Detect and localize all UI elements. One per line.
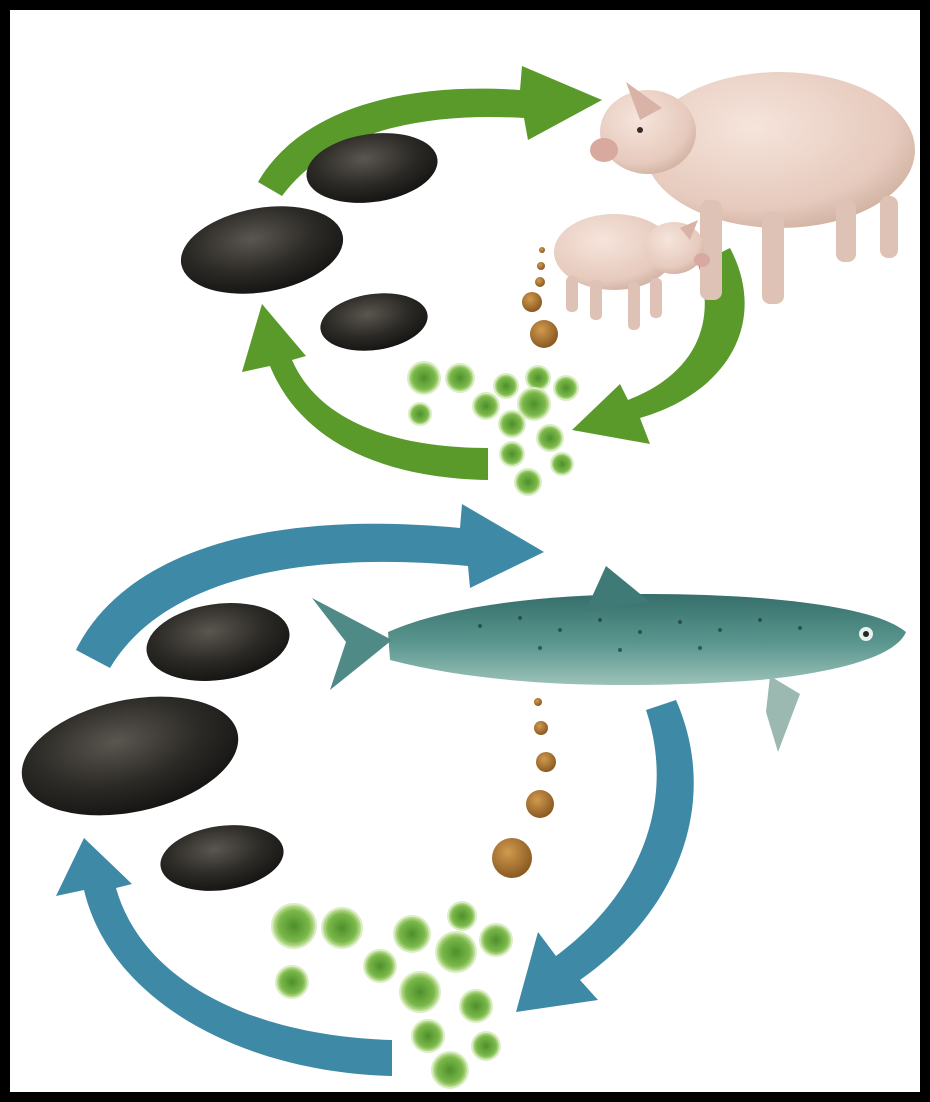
algae-cell-icon (515, 469, 541, 495)
waste-pellet-icon (492, 838, 532, 878)
algae-cell-icon (272, 904, 316, 948)
algae-cell-icon (446, 364, 474, 392)
waste-pellet-icon (535, 277, 545, 287)
algae-cell-icon (499, 411, 525, 437)
algae-cell-icon (526, 366, 550, 390)
algae-cell-icon (500, 442, 524, 466)
waste-pellet-icon (534, 698, 542, 706)
algae-cell-icon (394, 916, 430, 952)
algae-cell-icon (472, 1032, 500, 1060)
waste-pellet-icon (530, 320, 558, 348)
algae-cell-icon (322, 908, 362, 948)
waste-pellet-icon (537, 262, 545, 270)
algae-cell-icon (480, 924, 512, 956)
algae-cell-icon (494, 374, 518, 398)
algae-cell-icon (460, 990, 492, 1022)
algae-cell-icon (473, 393, 499, 419)
waste-pellet-icon (536, 752, 556, 772)
algae-cell-icon (432, 1052, 468, 1088)
algae-cell-icon (537, 425, 563, 451)
algae-cell-icon (400, 972, 440, 1012)
algae-cell-icon (408, 362, 440, 394)
algae-cell-icon (554, 376, 578, 400)
algae-cell-icon (412, 1020, 444, 1052)
algae-cell-icon (409, 403, 431, 425)
algae-cell-icon (436, 932, 476, 972)
algae-cell-icon (364, 950, 396, 982)
algae-cell-icon (551, 453, 573, 475)
waste-pellet-icon (534, 721, 548, 735)
algae-cell-icon (448, 902, 476, 930)
waste-pellet-icon (522, 292, 542, 312)
algae-cell-icon (276, 966, 308, 998)
waste-pellet-icon (539, 247, 545, 253)
waste-pellet-icon (526, 790, 554, 818)
